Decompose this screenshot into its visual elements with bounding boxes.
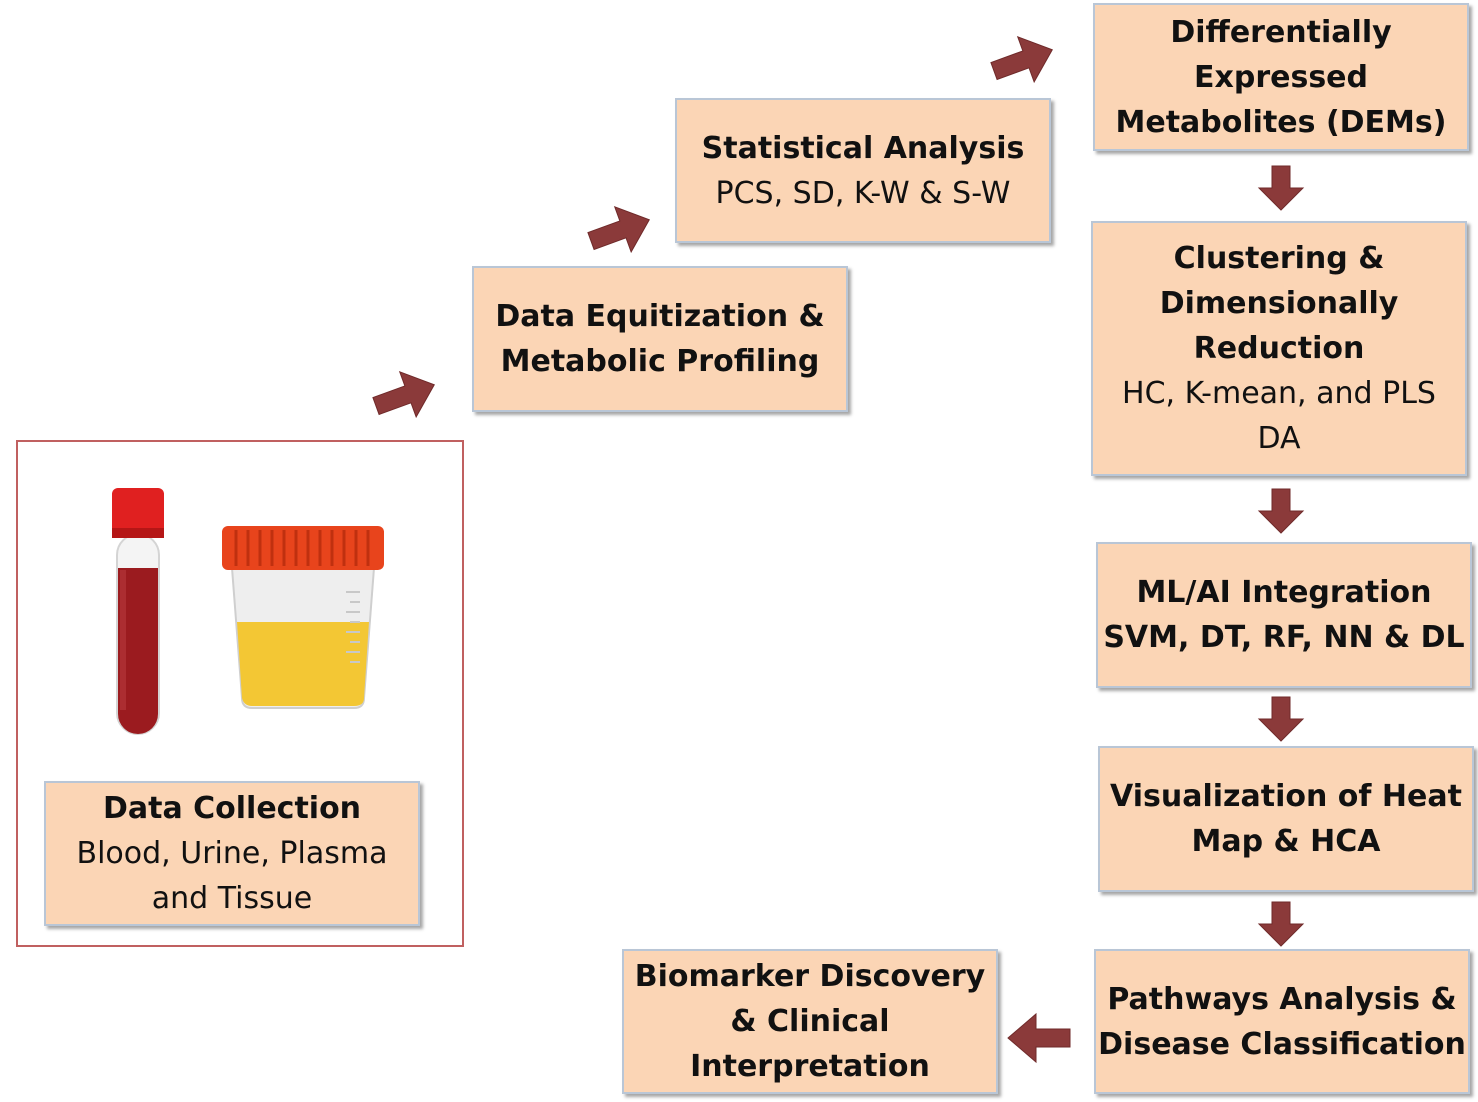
data-collection-line-2: and Tissue bbox=[151, 881, 313, 916]
clustering-title-2: Dimensionally bbox=[1159, 286, 1399, 321]
data-equitization-box: Data Equitization & Metabolic Profiling bbox=[472, 266, 848, 412]
blood-tube-icon bbox=[112, 488, 164, 735]
biomarker-line-2: & Clinical bbox=[730, 1004, 890, 1039]
ml-ai-line-1: ML/AI Integration bbox=[1136, 575, 1432, 610]
arrow-ml-ai-to-visualization bbox=[1258, 696, 1304, 742]
ml-ai-box: ML/AI Integration SVM, DT, RF, NN & DL bbox=[1096, 542, 1472, 688]
urine-cup-icon bbox=[222, 526, 384, 709]
biomarker-line-3: Interpretation bbox=[690, 1049, 930, 1084]
biomarker-box: Biomarker Discovery & Clinical Interpret… bbox=[622, 949, 998, 1094]
statistical-analysis-box: Statistical Analysis PCS, SD, K-W & S-W bbox=[675, 98, 1051, 243]
clustering-methods-1: HC, K-mean, and PLS bbox=[1122, 376, 1436, 411]
clustering-title-1: Clustering & bbox=[1173, 241, 1385, 276]
biomarker-line-1: Biomarker Discovery bbox=[634, 959, 986, 994]
pathways-line-2: Disease Classification bbox=[1098, 1026, 1466, 1062]
dems-line-1: Differentially bbox=[1170, 14, 1392, 50]
clustering-methods-2: DA bbox=[1257, 421, 1301, 456]
clustering-title-3: Reduction bbox=[1193, 331, 1365, 366]
data-collection-title: Data Collection bbox=[102, 791, 362, 826]
clustering-box: Clustering & Dimensionally Reduction HC,… bbox=[1091, 221, 1467, 476]
statistical-analysis-title: Statistical Analysis bbox=[701, 130, 1025, 166]
visualization-box: Visualization of Heat Map & HCA bbox=[1098, 746, 1474, 892]
data-equitization-line-2: Metabolic Profiling bbox=[500, 344, 820, 379]
visualization-line-2: Map & HCA bbox=[1191, 824, 1381, 859]
data-equitization-line-1: Data Equitization & bbox=[495, 299, 825, 334]
data-collection-box: Data Collection Blood, Urine, Plasma and… bbox=[44, 781, 420, 926]
arrow-collection-to-equitization bbox=[367, 361, 443, 430]
dems-line-3: Metabolites (DEMs) bbox=[1115, 104, 1447, 140]
dems-box: Differentially Expressed Metabolites (DE… bbox=[1093, 3, 1469, 151]
data-collection-line-1: Blood, Urine, Plasma bbox=[76, 836, 388, 871]
visualization-line-1: Visualization of Heat bbox=[1110, 779, 1462, 814]
arrow-dems-to-clustering bbox=[1258, 165, 1304, 211]
pathways-line-1: Pathways Analysis & bbox=[1107, 981, 1457, 1017]
arrow-clustering-to-ml-ai bbox=[1258, 488, 1304, 534]
arrow-statistical-to-dems bbox=[985, 26, 1061, 95]
pathways-box: Pathways Analysis & Disease Classificati… bbox=[1094, 949, 1470, 1094]
ml-ai-line-2: SVM, DT, RF, NN & DL bbox=[1103, 620, 1465, 655]
dems-line-2: Expressed bbox=[1194, 59, 1368, 95]
statistical-analysis-methods: PCS, SD, K-W & S-W bbox=[715, 175, 1011, 211]
arrow-pathways-to-biomarker bbox=[1007, 1013, 1071, 1063]
arrow-equitization-to-statistical bbox=[582, 196, 658, 265]
arrow-visualization-to-pathways bbox=[1258, 901, 1304, 947]
